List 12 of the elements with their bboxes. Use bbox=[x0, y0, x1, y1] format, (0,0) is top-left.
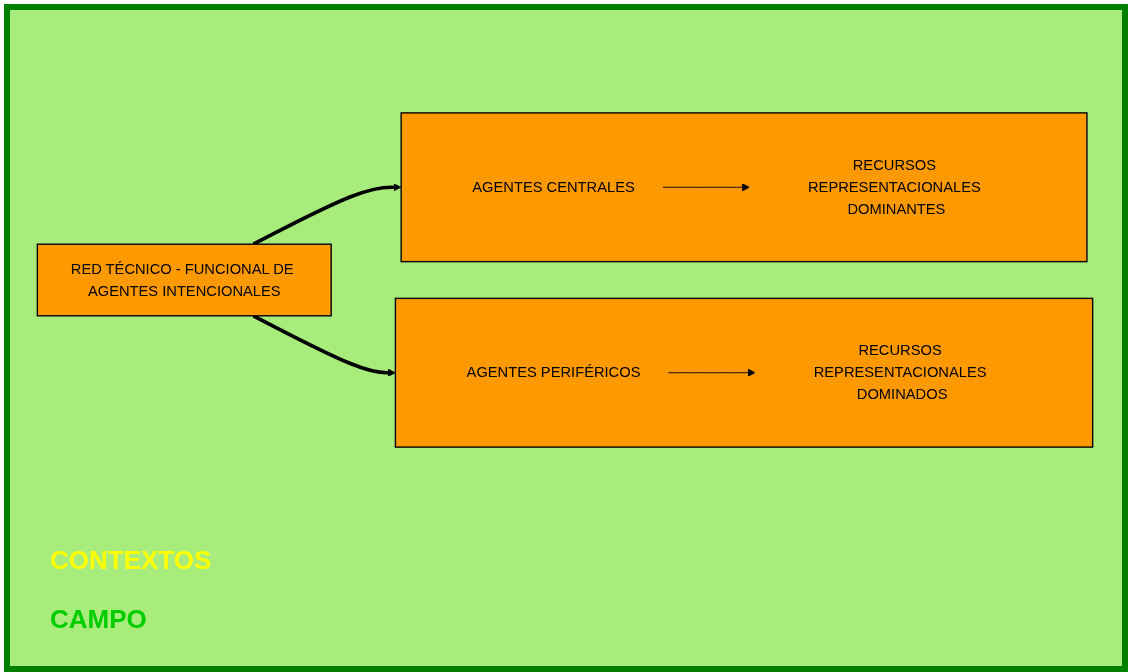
node-text: RECURSOS REPRESENTACIONALES DOMINADOS bbox=[813, 342, 987, 403]
node-text: AGENTES CENTRALES bbox=[472, 179, 635, 195]
cluster bbox=[400, 112, 1088, 263]
node-box bbox=[36, 243, 332, 317]
frame-label: CONTEXTOS bbox=[50, 545, 212, 576]
node-text: RECURSOS REPRESENTACIONALES DOMINANTES bbox=[807, 156, 981, 217]
arrow bbox=[252, 314, 396, 377]
cluster bbox=[394, 297, 1094, 448]
background-frame: AGENTES PERIFÉRICOS RECURSOS REPRESENTACIONALES DOMINADOS AGENTES CENTRALES RECURSOS REPRESENTACIONALES DOMINANTES RED TÉCNICO - FUNCIONAL DE AGENTES INTENCIONALES CONTEXTOS CAMPO bbox=[4, 4, 1128, 672]
frame-label: CAMPO bbox=[50, 604, 147, 635]
node-text: AGENTES PERIFÉRICOS bbox=[466, 364, 641, 381]
arrow bbox=[252, 183, 402, 246]
